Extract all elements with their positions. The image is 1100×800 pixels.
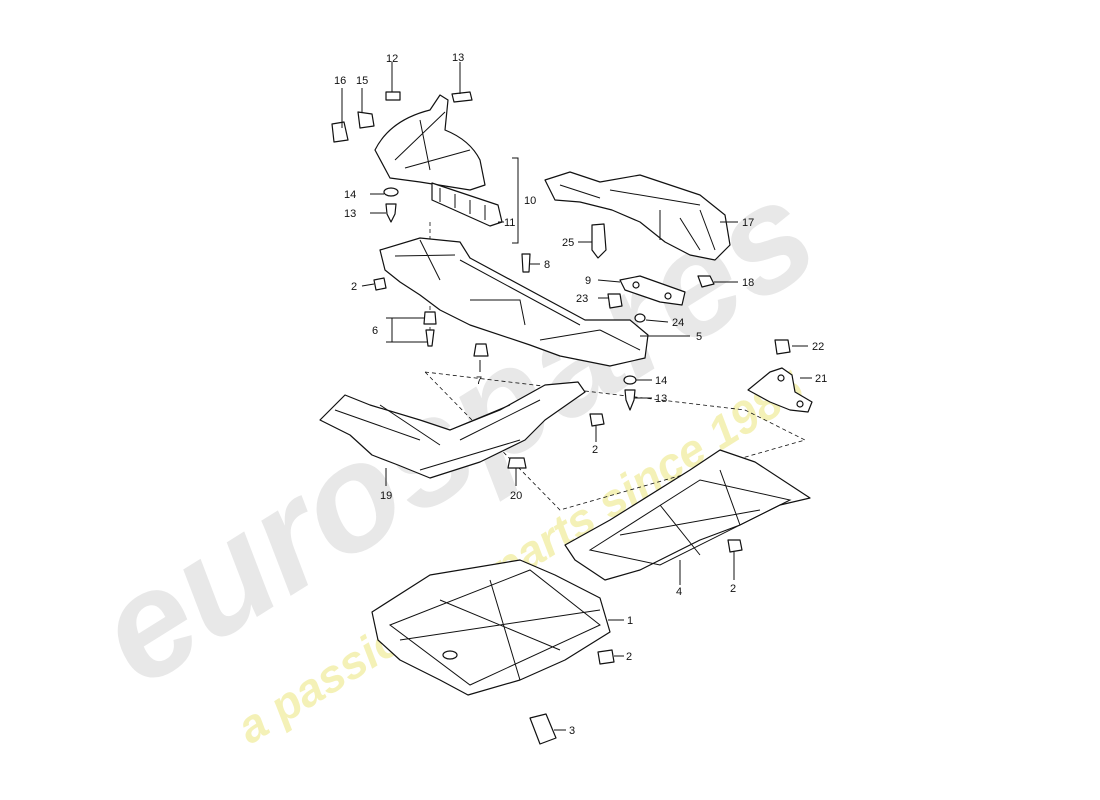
callout-21: 21: [815, 373, 827, 385]
nut-2d-icon: [597, 649, 615, 665]
bolt-13b-icon: [385, 203, 397, 223]
callout-3: 3: [569, 725, 575, 737]
callout-7: 7: [476, 375, 482, 387]
fasteners-top-left: [331, 91, 473, 223]
callout-17: 17: [742, 217, 754, 229]
callout-16: 16: [334, 75, 346, 87]
nut-2a-icon: [373, 277, 387, 291]
part-4-undertray: [564, 449, 811, 581]
nut-7-icon: [473, 343, 489, 357]
bolt-6-icon: [423, 311, 437, 325]
nut-2b-icon: [589, 413, 605, 427]
part-9-bracket: [619, 275, 686, 306]
bolt-6b-icon: [425, 329, 435, 347]
nut-22-icon: [774, 339, 791, 355]
callout-14b: 14: [655, 375, 667, 387]
callout-13c: 13: [655, 393, 667, 405]
callout-14a: 14: [344, 189, 356, 201]
callout-9: 9: [585, 275, 591, 287]
callout-11: 11: [504, 217, 515, 229]
callout-1: 1: [627, 615, 633, 627]
nut-20-icon: [507, 457, 527, 469]
callout-13b: 13: [344, 208, 356, 220]
part-5-crossmember: [379, 237, 649, 367]
nut-23-icon: [607, 293, 623, 309]
callout-25: 25: [562, 237, 574, 249]
callout-2d: 2: [626, 651, 632, 663]
bolt-13c-icon: [624, 389, 636, 411]
callout-5: 5: [696, 331, 702, 343]
part-21-bracket: [747, 367, 813, 413]
callout-2c: 2: [730, 583, 736, 595]
callout-4: 4: [676, 586, 682, 598]
bolt-13-icon: [451, 91, 473, 103]
clip-12-icon: [385, 91, 401, 101]
callout-20: 20: [510, 490, 522, 502]
callout-2a: 2: [351, 281, 357, 293]
callout-13a: 13: [452, 52, 464, 64]
callout-23: 23: [576, 293, 588, 305]
small-parts-right: [373, 253, 791, 665]
callout-24: 24: [672, 317, 684, 329]
nut-2c-icon: [727, 539, 743, 553]
nut-16-icon: [331, 121, 349, 143]
callout-6: 6: [372, 325, 378, 337]
part-3-block: [529, 713, 557, 745]
callout-10: 10: [524, 195, 536, 207]
callouts: 1 2 2 2 2 3 4 5 6 7 8 9 10 11 12 13 13 1…: [334, 52, 827, 737]
callout-8: 8: [544, 259, 550, 271]
callout-22: 22: [812, 341, 824, 353]
callout-12: 12: [386, 53, 398, 65]
part-19-frame: [319, 381, 586, 479]
nut-18-icon: [697, 275, 715, 288]
washer-14-icon: [383, 187, 399, 197]
leader-lines: [341, 62, 812, 731]
callout-18: 18: [742, 277, 754, 289]
callout-2b: 2: [592, 444, 598, 456]
bolt-8-icon: [521, 253, 531, 273]
part-25-clip: [591, 223, 607, 259]
clip-24-icon: [634, 313, 646, 323]
part-10-bracket: [374, 94, 503, 227]
callout-19: 19: [380, 490, 392, 502]
part-1-undertray: [371, 559, 611, 696]
washer-14b-icon: [623, 375, 637, 385]
callout-15: 15: [356, 75, 368, 87]
part-17-bracket: [544, 171, 731, 261]
plate-15-icon: [357, 111, 375, 129]
